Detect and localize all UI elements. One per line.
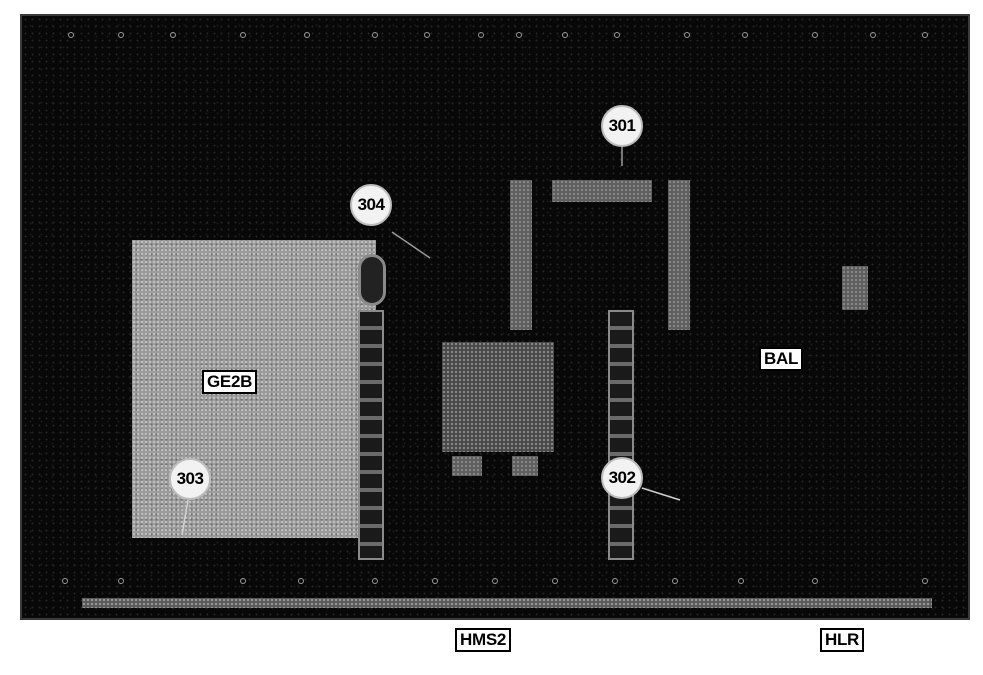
- label-hlr: HLR: [820, 628, 865, 652]
- mounting-hole: [552, 578, 558, 584]
- mounting-hole: [372, 578, 378, 584]
- mounting-hole: [240, 578, 246, 584]
- mounting-hole: [614, 32, 620, 38]
- mounting-hole: [240, 32, 246, 38]
- left-ladder: [358, 310, 384, 560]
- mounting-hole: [304, 32, 310, 38]
- lower-center-block: [452, 456, 482, 476]
- callout-302: 302: [601, 457, 643, 499]
- mounting-hole: [170, 32, 176, 38]
- mounting-hole: [432, 578, 438, 584]
- leader-302: [641, 487, 681, 501]
- equipment-photo: [20, 14, 970, 620]
- center-module-block: [442, 342, 554, 452]
- mounting-hole: [562, 32, 568, 38]
- mounting-hole: [478, 32, 484, 38]
- mounting-hole: [922, 32, 928, 38]
- mounting-hole: [68, 32, 74, 38]
- mounting-hole: [612, 578, 618, 584]
- oval-component: [358, 254, 386, 306]
- callout-304: 304: [350, 184, 392, 226]
- callout-303: 303: [169, 458, 211, 500]
- mounting-hole: [812, 578, 818, 584]
- mounting-hole: [684, 32, 690, 38]
- right-ladder: [608, 310, 634, 560]
- mounting-hole: [118, 578, 124, 584]
- mounting-hole: [424, 32, 430, 38]
- mounting-hole: [492, 578, 498, 584]
- mounting-hole: [870, 32, 876, 38]
- mounting-hole: [738, 578, 744, 584]
- mounting-hole: [62, 578, 68, 584]
- label-hms2: HMS2: [455, 628, 512, 652]
- bottom-rail: [82, 598, 932, 608]
- mounting-hole: [298, 578, 304, 584]
- right-column-block: [668, 180, 690, 330]
- mounting-hole: [922, 578, 928, 584]
- label-bal: BAL: [759, 347, 804, 371]
- mounting-hole: [516, 32, 522, 38]
- mounting-hole: [742, 32, 748, 38]
- mounting-hole: [118, 32, 124, 38]
- lower-center-block-2: [512, 456, 538, 476]
- top-bar-block: [552, 180, 652, 202]
- mounting-hole: [812, 32, 818, 38]
- label-ge2b: GE2B: [202, 370, 258, 394]
- left-column-block: [510, 180, 532, 330]
- leader-303: [181, 499, 189, 536]
- mounting-hole: [672, 578, 678, 584]
- right-small-block: [842, 266, 868, 310]
- callout-301: 301: [601, 105, 643, 147]
- leader-304: [391, 231, 431, 259]
- mounting-hole: [372, 32, 378, 38]
